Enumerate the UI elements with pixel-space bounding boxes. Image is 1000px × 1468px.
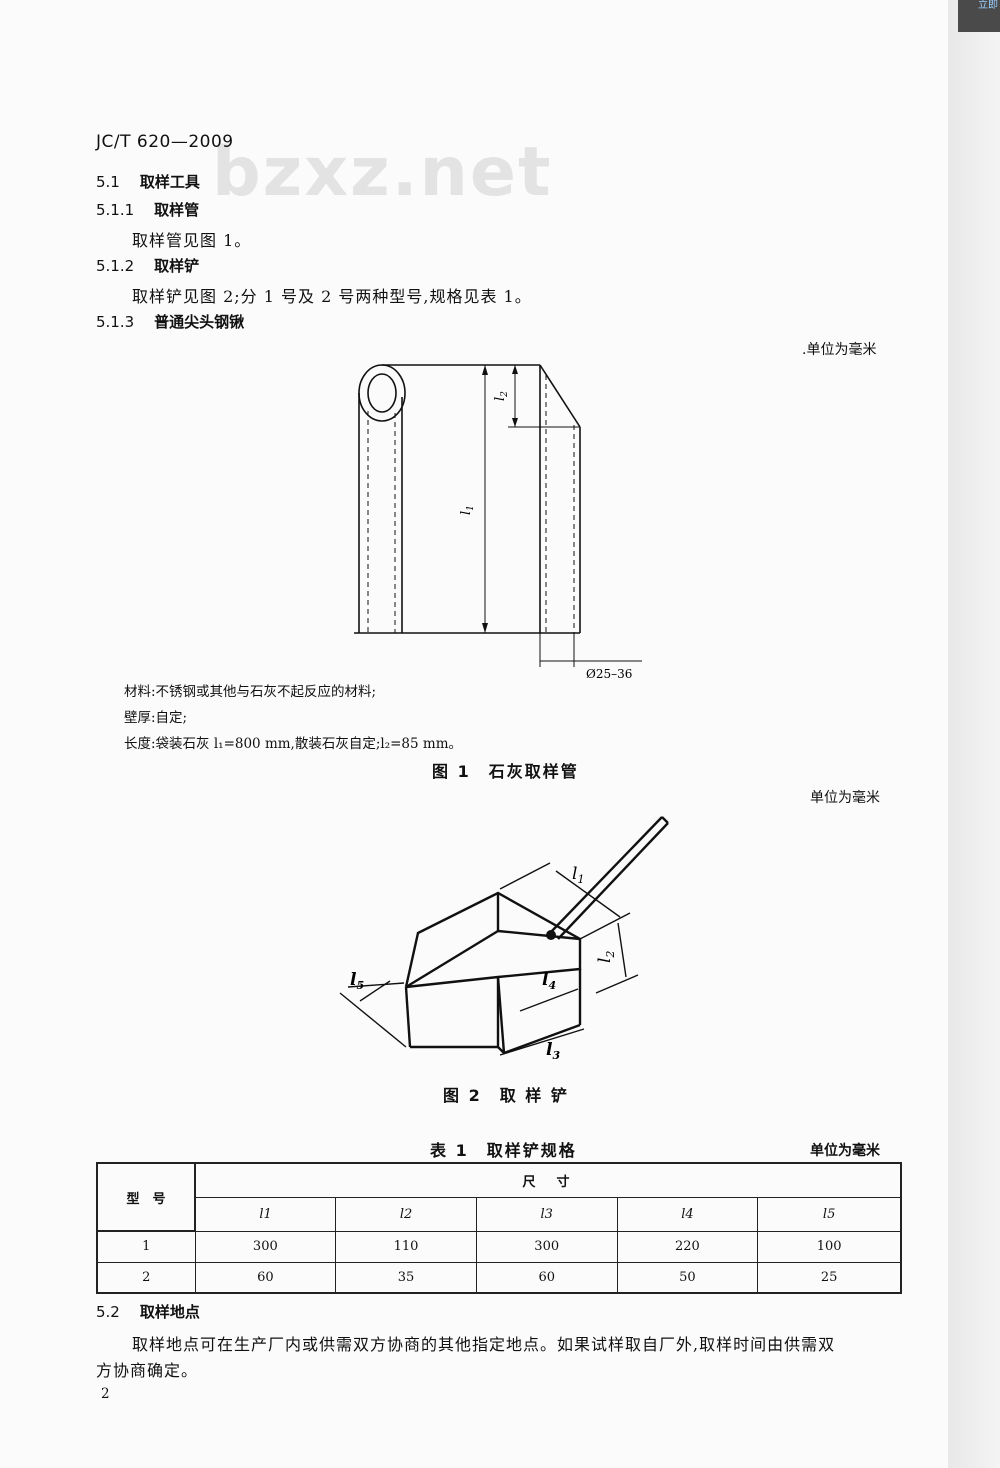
col-size-header: 尺 寸 bbox=[194, 1162, 902, 1198]
paragraph: 方协商确定。 bbox=[96, 1361, 199, 1380]
section-5-2: 5.2 取样地点 bbox=[96, 1301, 200, 1322]
paragraph: 取样管见图 1。 bbox=[132, 231, 252, 250]
table1-caption: 表 1 取样铲规格 bbox=[430, 1141, 577, 1160]
shovel-label-l3: l3 bbox=[546, 1040, 560, 1062]
section-number: 5.1.2 bbox=[96, 257, 135, 275]
subheader-l5: l5 bbox=[757, 1196, 903, 1232]
fig1-note-length: 长度:袋装石灰 l₁=800 mm,散装石灰自定;l₂=85 mm。 bbox=[124, 736, 462, 752]
table1-unit-note: 单位为毫米 bbox=[810, 1143, 880, 1159]
cell-type: 1 bbox=[96, 1230, 196, 1263]
cell-value: 25 bbox=[757, 1261, 903, 1294]
section-title: 取样工具 bbox=[139, 173, 200, 191]
fig1-note-material: 材料:不锈钢或其他与石灰不起反应的材料; bbox=[124, 684, 377, 700]
subheader-l3: l3 bbox=[475, 1196, 618, 1232]
shovel-label-l4: l4 bbox=[542, 970, 556, 992]
cell-value: 60 bbox=[194, 1261, 337, 1294]
cell-value: 300 bbox=[194, 1230, 337, 1263]
standard-code: JC/T 620—2009 bbox=[96, 132, 234, 152]
diameter-label: Ø25–36 bbox=[586, 667, 632, 681]
dim-l1-sub: 1 bbox=[466, 505, 476, 511]
shovel-label-l5: l5 bbox=[350, 970, 364, 992]
section-title: 取样管 bbox=[154, 201, 200, 219]
figure1-caption: 图 1 石灰取样管 bbox=[432, 762, 579, 781]
section-title: 取样地点 bbox=[139, 1303, 200, 1321]
dim-l2-sub: 2 bbox=[500, 391, 510, 398]
cell-value: 35 bbox=[335, 1261, 477, 1294]
subheader-l2: l2 bbox=[335, 1196, 477, 1232]
cell-value: 60 bbox=[475, 1261, 618, 1294]
cell-value: 50 bbox=[616, 1261, 759, 1294]
page-edge bbox=[948, 0, 1000, 1468]
figure1-unit-note: .单位为毫米 bbox=[802, 342, 877, 358]
figure1-sampling-tube-drawing: l1 l2 Ø25–36 bbox=[354, 364, 642, 681]
shovel-label-l2: l2 bbox=[595, 951, 617, 963]
section-5-1-2: 5.1.2 取样铲 bbox=[96, 255, 199, 276]
cell-value: 220 bbox=[616, 1230, 759, 1263]
subheader-l1: l1 bbox=[194, 1196, 337, 1232]
section-5-1-1: 5.1.1 取样管 bbox=[96, 199, 199, 220]
section-5-1: 5.1 取样工具 bbox=[96, 171, 200, 192]
figure2-sampling-shovel-drawing: l1 l2 l4 l3 l5 bbox=[339, 816, 669, 1062]
cell-type: 2 bbox=[96, 1261, 196, 1294]
fig1-note-thickness: 壁厚:自定; bbox=[124, 710, 188, 726]
cell-value: 110 bbox=[335, 1230, 477, 1263]
section-number: 5.1.3 bbox=[96, 313, 135, 331]
svg-text:l1: l1 bbox=[459, 505, 476, 515]
section-5-1-3: 5.1.3 普通尖头钢锹 bbox=[96, 311, 244, 332]
spec-table: 型 号 尺 寸 l1 l2 l3 l4 l5 1 300 110 300 220… bbox=[96, 1162, 903, 1294]
figure2-unit-note: 单位为毫米 bbox=[810, 790, 880, 806]
section-title: 普通尖头钢锹 bbox=[154, 313, 245, 331]
paragraph: 取样铲见图 2;分 1 号及 2 号两种型号,规格见表 1。 bbox=[132, 287, 532, 306]
pivot-dot bbox=[546, 930, 556, 940]
cell-value: 300 bbox=[475, 1230, 618, 1263]
col-type-header: 型 号 bbox=[96, 1162, 196, 1232]
watermark: bzxz.net bbox=[212, 133, 553, 212]
table-row: 2 60 35 60 50 25 bbox=[96, 1261, 903, 1294]
section-number: 5.2 bbox=[96, 1303, 120, 1321]
section-number: 5.1.1 bbox=[96, 201, 135, 219]
section-number: 5.1 bbox=[96, 173, 120, 191]
figure2-caption: 图 2 取 样 铲 bbox=[443, 1086, 569, 1105]
section-title: 取样铲 bbox=[154, 257, 200, 275]
svg-text:l2: l2 bbox=[493, 391, 510, 401]
table-row: 1 300 110 300 220 100 bbox=[96, 1230, 903, 1263]
paragraph: 取样地点可在生产厂内或供需双方协商的其他指定地点。如果试样取自厂外,取样时间由供… bbox=[132, 1335, 836, 1354]
cell-value: 100 bbox=[757, 1230, 903, 1263]
dim-l2-label: l bbox=[493, 397, 508, 401]
shovel-label-l1: l1 bbox=[572, 864, 584, 886]
subheader-l4: l4 bbox=[616, 1196, 759, 1232]
corner-tab[interactable]: 立即 bbox=[958, 0, 1000, 32]
page-number: 2 bbox=[101, 1386, 110, 1402]
dim-l1-label: l bbox=[459, 511, 474, 515]
